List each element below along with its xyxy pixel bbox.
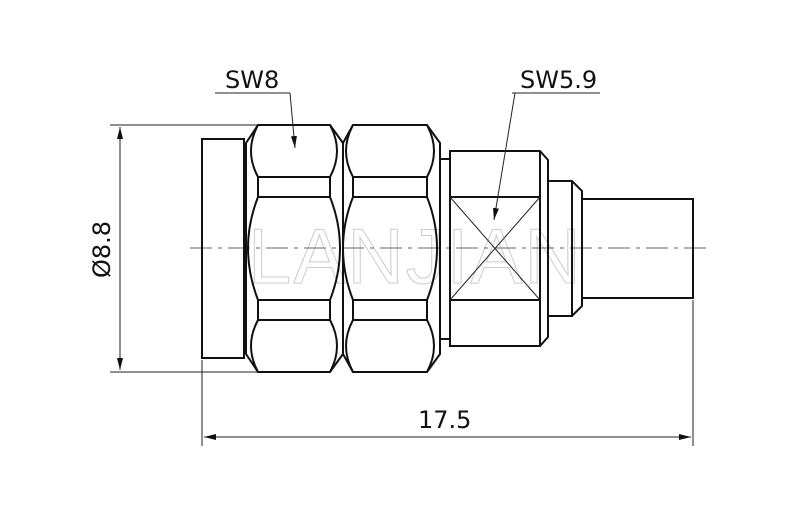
diameter-label: Ø8.8 <box>88 221 116 278</box>
length-dimension <box>201 300 694 446</box>
length-label: 17.5 <box>418 406 471 434</box>
rear-collar <box>548 180 583 317</box>
hex-nut-2 <box>342 124 441 373</box>
sw59-leader <box>492 92 600 221</box>
flange <box>201 138 245 359</box>
hex-nut-1 <box>245 124 344 373</box>
sw59-label: SW5.9 <box>520 66 597 94</box>
cable-pin <box>582 198 694 299</box>
sw8-label: SW8 <box>225 66 279 94</box>
hex-body-small <box>449 150 549 347</box>
sw8-leader <box>215 92 297 149</box>
diameter-dimension <box>110 124 258 373</box>
watermark: LANJIAN <box>248 212 583 300</box>
